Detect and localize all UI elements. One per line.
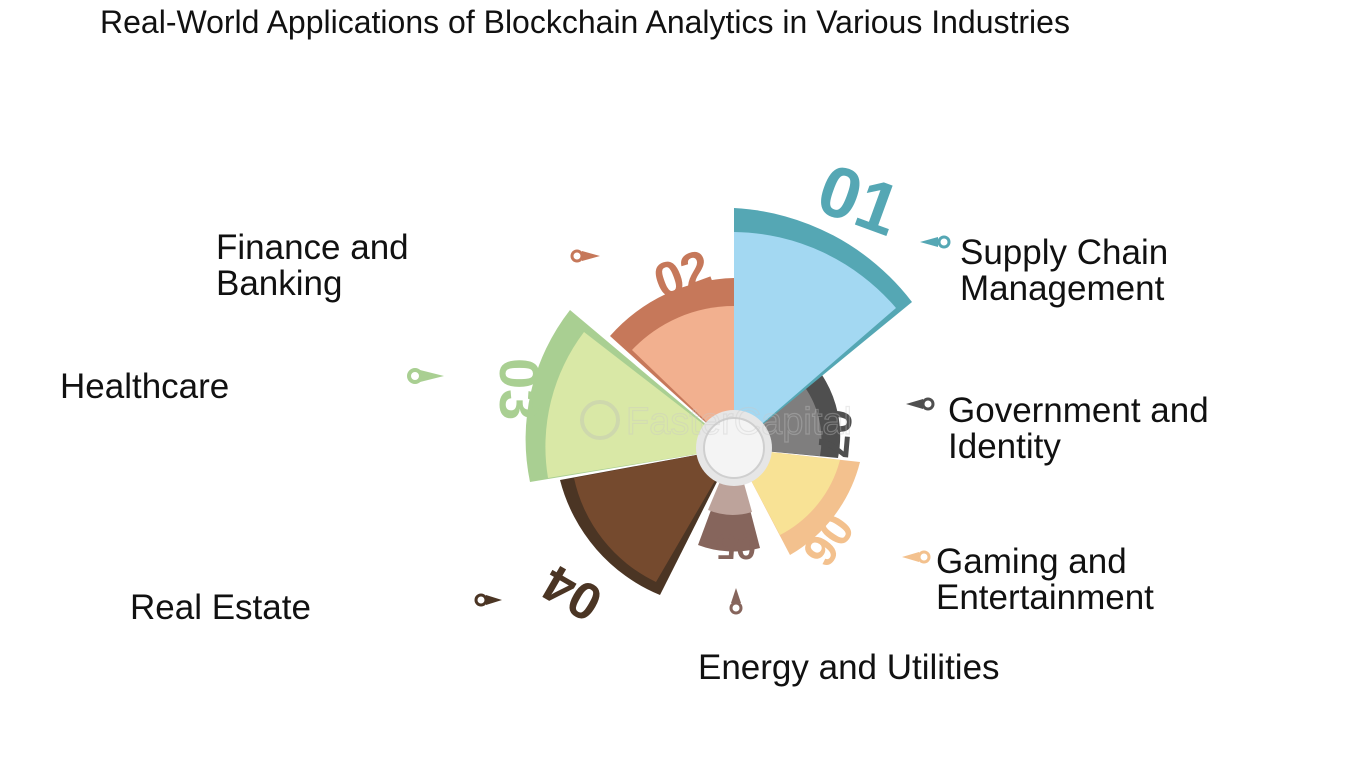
label-finance-banking: Finance and Banking — [216, 230, 409, 302]
label-government-line-1: Government and — [948, 391, 1209, 430]
segment-number-07: 07 — [808, 407, 861, 460]
label-real-estate-line-1: Real Estate — [130, 588, 311, 627]
label-government-identity: Government and Identity — [948, 393, 1209, 465]
segment-number-03: 03 — [488, 358, 551, 420]
pointer-06-icon — [902, 550, 931, 564]
hub-center — [703, 417, 765, 479]
pointer-01-icon — [920, 235, 951, 249]
segment-03-healthcare: 03 — [488, 310, 734, 482]
diagram-title: Real-World Applications of Blockchain An… — [100, 4, 1070, 40]
watermark-logo: FasterCapital — [580, 400, 853, 444]
pointer-05-icon — [729, 588, 743, 615]
label-healthcare: Healthcare — [60, 369, 229, 405]
label-energy-utilities: Energy and Utilities — [698, 650, 1000, 686]
segment-07-government-identity: 07 — [734, 372, 861, 460]
label-gaming-entertainment: Gaming and Entertainment — [936, 544, 1154, 616]
label-gaming-line-2: Entertainment — [936, 578, 1154, 617]
segment-number-04: 04 — [533, 553, 612, 632]
pointer-07-icon — [906, 397, 935, 411]
pointer-04-icon — [474, 593, 502, 607]
label-supply-chain-line-1: Supply Chain — [960, 233, 1169, 272]
pointer-03-icon — [407, 368, 444, 384]
segment-02-finance-banking: 02 — [610, 239, 734, 448]
label-supply-chain-line-2: Management — [960, 269, 1165, 308]
segment-number-05: 05 — [716, 526, 756, 567]
label-real-estate: Real Estate — [130, 590, 311, 626]
label-finance-line-2: Banking — [216, 264, 343, 303]
label-finance-line-1: Finance and — [216, 228, 409, 267]
label-energy-line-1: Energy and Utilities — [698, 648, 1000, 687]
watermark-text: FasterCapital — [626, 401, 852, 443]
label-supply-chain: Supply Chain Management — [960, 235, 1168, 307]
label-government-line-2: Identity — [948, 427, 1061, 466]
label-gaming-line-1: Gaming and — [936, 542, 1127, 581]
label-healthcare-line-1: Healthcare — [60, 367, 230, 406]
pointer-02-icon — [570, 249, 600, 263]
